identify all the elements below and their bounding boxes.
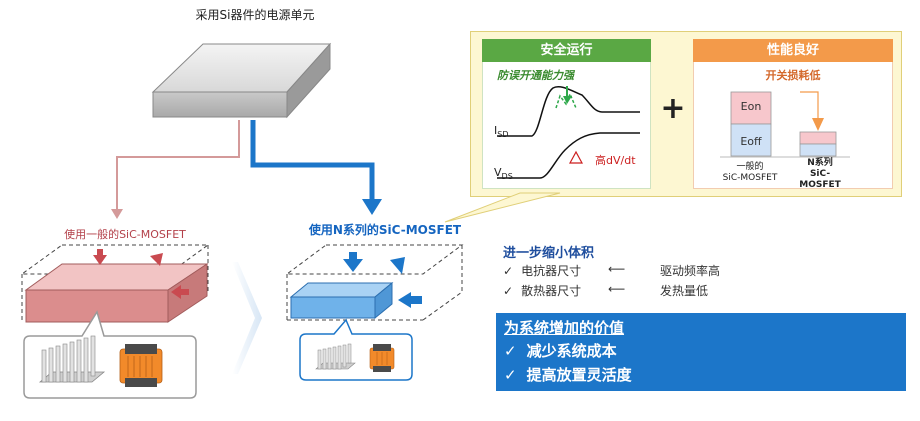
small-inductor-icon [369,344,395,372]
general-bar-label: 一般的 SiC-MOSFET [722,162,778,183]
loss-reduction-arrow [800,91,824,131]
si-unit-box [151,42,332,119]
benefit-name: 电抗器尺寸 [521,264,582,278]
performance-title: 性能良好 [693,39,893,62]
large-heatsink-icon [38,335,106,383]
left-arrow-icon: ⟵ [608,262,626,276]
benefit-row-reactor: ✓ 电抗器尺寸 ⟵ 驱动频率高 [503,262,720,279]
dvdt-triangle [568,150,584,164]
value-item: ✓减少系统成本 [504,342,617,360]
eoff-label: Eoff [740,135,762,148]
n-series-loss-bar [799,131,837,157]
check-icon: ✓ [503,264,514,278]
benefit-name: 散热器尺寸 [521,284,582,298]
n-series-component-callout [299,318,413,381]
n-series-bar-label: N系列 SiC- MOSFET [799,158,841,190]
n-series-unit-label: 使用N系列的SiC-MOSFET [308,223,462,237]
transition-chevron [232,262,262,374]
system-value-title: 为系统增加的价值 [504,319,625,337]
gate-bump [555,86,577,109]
large-inductor-icon [119,344,163,387]
benefit-reason: 驱动频率高 [660,264,721,278]
eon-label: Eon [740,100,762,113]
benefit-reason: 发热量低 [660,284,709,298]
arrow-to-n-series [250,120,382,215]
vds-waveform [497,132,640,179]
small-heatsink-icon [315,343,356,370]
check-icon: ✓ [503,284,514,298]
arrow-to-general [111,120,240,219]
panel-pointer [444,192,561,223]
check-icon: ✓ [504,342,517,360]
general-unit-box [20,244,210,323]
n-series-unit-box [285,244,464,321]
size-reduction-title: 进一步缩小体积 [503,246,595,261]
plus-sign: + [660,91,686,126]
value-item: ✓提高放置灵活度 [504,366,632,384]
general-loss-bar [730,91,772,157]
isd-waveform [497,85,640,137]
vds-label: VDS [494,166,513,182]
benefit-row-heatsink: ✓ 散热器尺寸 ⟵ 发热量低 [503,282,708,299]
isd-label: ISD [494,124,509,140]
safe-operation-title: 安全运行 [482,39,651,62]
safe-operation-subtitle: 防误开通能力强 [497,69,574,82]
system-value-box: 为系统增加的价值 ✓减少系统成本 ✓提高放置灵活度 [496,313,906,391]
performance-subtitle: 开关损耗低 [765,69,821,82]
dvdt-label: 高dV/dt [595,154,636,167]
check-icon: ✓ [504,366,517,384]
left-arrow-icon: ⟵ [608,282,626,296]
general-unit-label: 使用一般的SiC-MOSFET [64,228,186,241]
si-unit-label: 采用Si器件的电源单元 [195,8,315,22]
